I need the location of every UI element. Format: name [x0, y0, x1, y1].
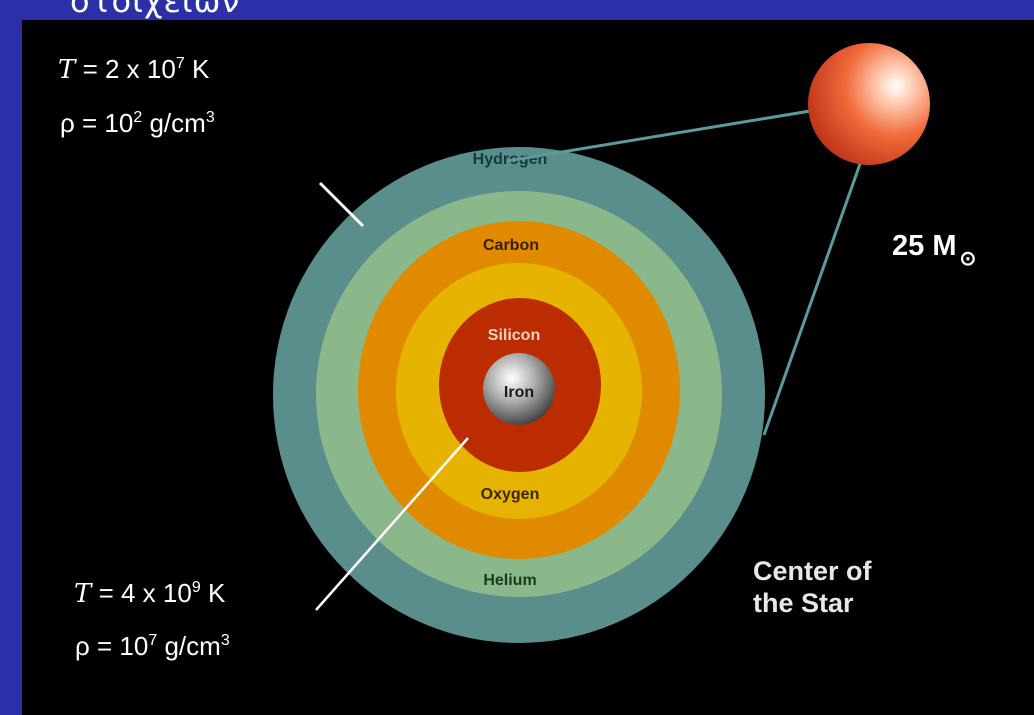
inner-density-unit: g/cm	[157, 631, 221, 661]
inner-temperature: T = 4 x 109 K	[74, 578, 226, 609]
outer-temperature: T = 2 x 107 K	[58, 54, 210, 85]
helium-label: Helium	[483, 572, 536, 589]
star-layers-diagram: Hydrogen Carbon Silicon Iron Oxygen Heli…	[273, 43, 930, 643]
silicon-label: Silicon	[488, 327, 540, 344]
outer-density: ρ = 102 g/cm3	[60, 108, 215, 138]
outer-density-value: ρ = 10	[60, 108, 134, 138]
iron-core-icon	[483, 353, 555, 425]
center-label-line1: Center of	[753, 556, 872, 586]
outer-density-unit: g/cm	[142, 108, 206, 138]
outer-temperature-unit: K	[184, 54, 210, 84]
outer-density-unit-exponent: 3	[205, 109, 215, 126]
temperature-symbol: T	[74, 579, 92, 609]
star-mass-label: 25 M⊙	[892, 230, 976, 270]
inner-temperature-exponent: 9	[191, 579, 201, 596]
star-mass-value: 25 M	[892, 230, 957, 262]
star-icon	[808, 43, 930, 165]
outer-pointer-line	[318, 181, 365, 228]
inner-density-value: ρ = 10	[75, 631, 149, 661]
oxygen-label: Oxygen	[481, 486, 540, 503]
slide-title: στοιχείων	[70, 0, 241, 20]
carbon-label: Carbon	[483, 237, 539, 254]
diagram-panel: Hydrogen Carbon Silicon Iron Oxygen Heli…	[22, 20, 1034, 715]
inner-pointer-line	[315, 437, 469, 611]
iron-label: Iron	[504, 384, 534, 401]
solar-symbol: ⊙	[959, 248, 977, 270]
center-of-star-label: Center of the Star	[753, 555, 872, 619]
outer-temperature-value: = 2 x 10	[75, 54, 176, 84]
outer-density-exponent: 2	[133, 109, 143, 126]
inner-temperature-unit: K	[200, 578, 226, 608]
inner-density-exponent: 7	[148, 632, 158, 649]
inner-temperature-value: = 4 x 10	[91, 578, 192, 608]
temperature-symbol: T	[58, 55, 76, 85]
outer-temperature-exponent: 7	[175, 55, 185, 72]
inner-density: ρ = 107 g/cm3	[75, 631, 230, 661]
inner-density-unit-exponent: 3	[220, 632, 230, 649]
center-label-line2: the Star	[753, 588, 854, 618]
